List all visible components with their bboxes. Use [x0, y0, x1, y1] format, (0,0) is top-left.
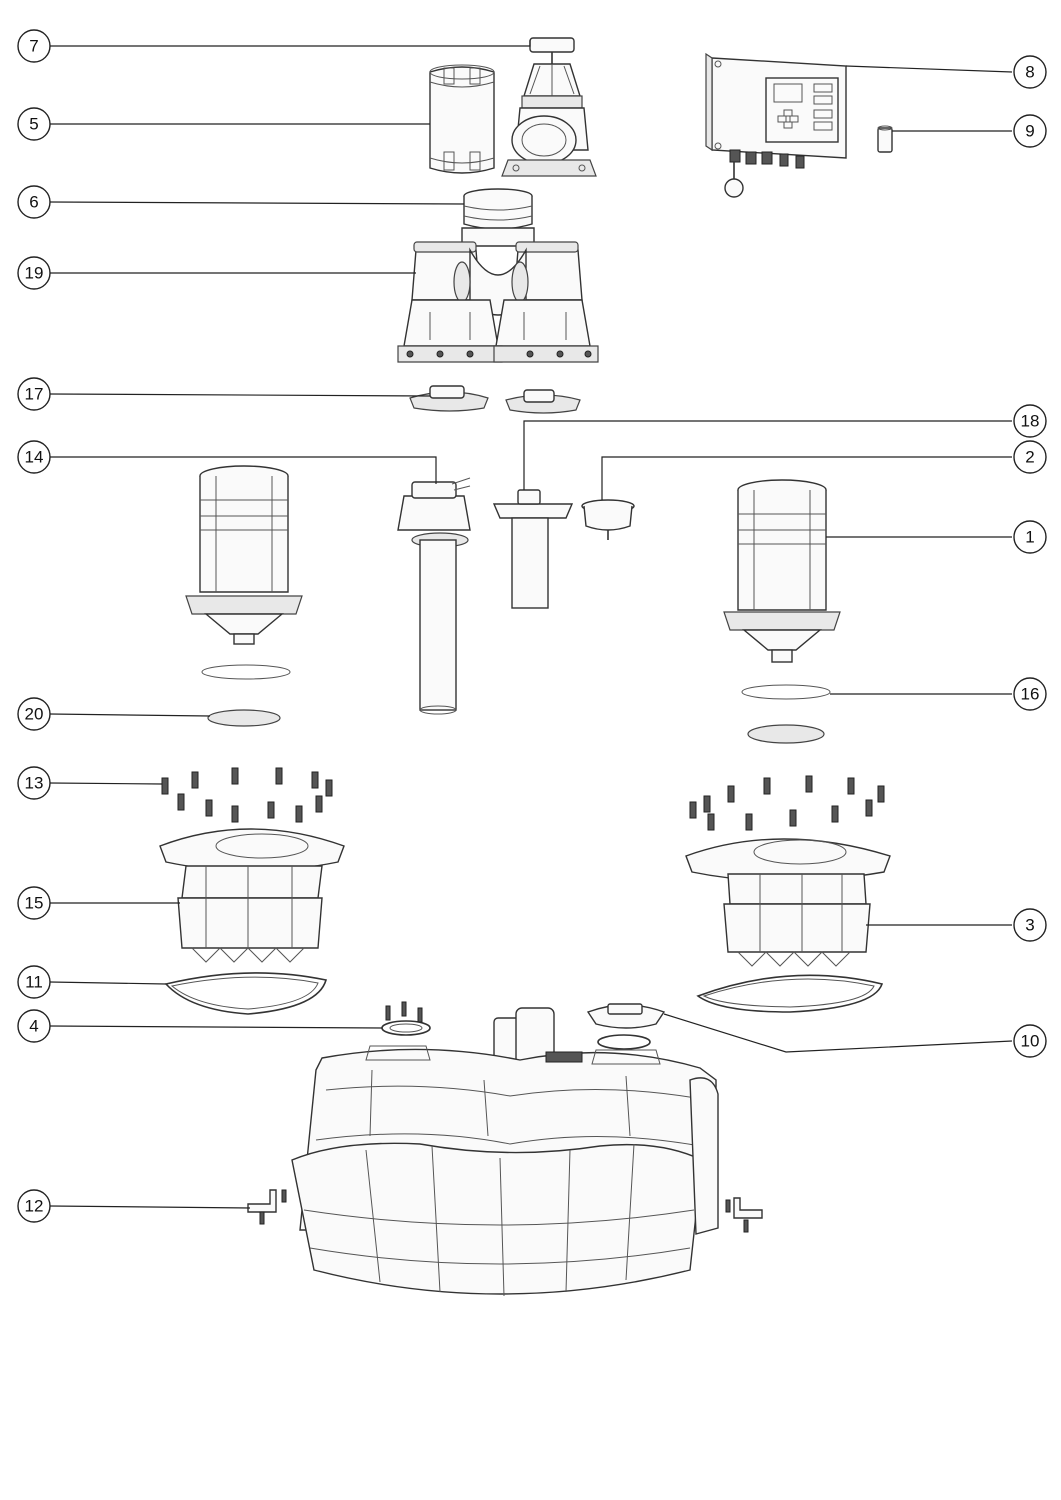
- callout-4: 4: [17, 1009, 51, 1043]
- leader-lines: [49, 40, 1013, 1209]
- callout-5: 5: [17, 107, 51, 141]
- part-gaskets: [164, 972, 884, 1015]
- part-left-volute: [159, 828, 345, 963]
- callout-17: 17: [17, 377, 51, 411]
- part-left-motor: [185, 465, 303, 727]
- callout-9: 9: [1013, 114, 1047, 148]
- part-brackets: [247, 1189, 763, 1233]
- callout-1: 1: [1013, 520, 1047, 554]
- callout-3-label: 3: [1025, 916, 1034, 935]
- callout-8: 8: [1013, 55, 1047, 89]
- callout-10-label: 10: [1021, 1032, 1040, 1051]
- callout-8-label: 8: [1025, 63, 1034, 82]
- part-covers: [409, 385, 581, 414]
- callout-11-label: 11: [25, 973, 43, 992]
- callout-16: 16: [1013, 677, 1047, 711]
- callout-19: 19: [17, 256, 51, 290]
- callout-16-label: 16: [1021, 685, 1040, 704]
- callout-18: 18: [1013, 404, 1047, 438]
- callout-17-label: 17: [25, 385, 44, 404]
- callout-11: 11: [17, 965, 51, 999]
- callout-18-label: 18: [1021, 412, 1040, 431]
- part-tank: [291, 1007, 719, 1297]
- part-small-gasket: [381, 1001, 431, 1036]
- callout-19-label: 19: [25, 264, 44, 283]
- callout-2: 2: [1013, 440, 1047, 474]
- part-gate-valve: [501, 37, 597, 177]
- part-twin-housing: [397, 227, 599, 363]
- callout-7: 7: [17, 29, 51, 63]
- callout-14: 14: [17, 440, 51, 474]
- part-module: [877, 125, 893, 153]
- callout-5-label: 5: [29, 115, 38, 134]
- callout-6: 6: [17, 185, 51, 219]
- part-control-unit: [705, 52, 847, 198]
- callout-12: 12: [17, 1189, 51, 1223]
- callout-7-label: 7: [29, 37, 38, 56]
- callout-14-label: 14: [25, 448, 44, 467]
- callout-9-label: 9: [1025, 122, 1034, 141]
- part-sleeve: [429, 64, 495, 174]
- callout-4-label: 4: [29, 1017, 38, 1036]
- callout-1-label: 1: [1025, 528, 1034, 547]
- callout-13-label: 13: [25, 774, 44, 793]
- callout-12-label: 12: [25, 1197, 44, 1216]
- callout-20-label: 20: [25, 705, 44, 724]
- part-flange-plate: [586, 1003, 666, 1050]
- part-valve-cap: [581, 499, 635, 540]
- callout-3: 3: [1013, 908, 1047, 942]
- part-sensor-pipe: [397, 477, 471, 715]
- callout-13: 13: [17, 766, 51, 800]
- callout-15-label: 15: [25, 894, 44, 913]
- part-right-motor: [723, 479, 841, 744]
- part-sensor-flange: [492, 489, 574, 609]
- callout-20: 20: [17, 697, 51, 731]
- callout-15: 15: [17, 886, 51, 920]
- callout-10: 10: [1013, 1024, 1047, 1058]
- part-nozzle: [463, 188, 533, 230]
- part-right-volute: [685, 838, 891, 967]
- callout-6-label: 6: [29, 193, 38, 212]
- callout-2-label: 2: [1025, 448, 1034, 467]
- part-bolts: [161, 767, 885, 831]
